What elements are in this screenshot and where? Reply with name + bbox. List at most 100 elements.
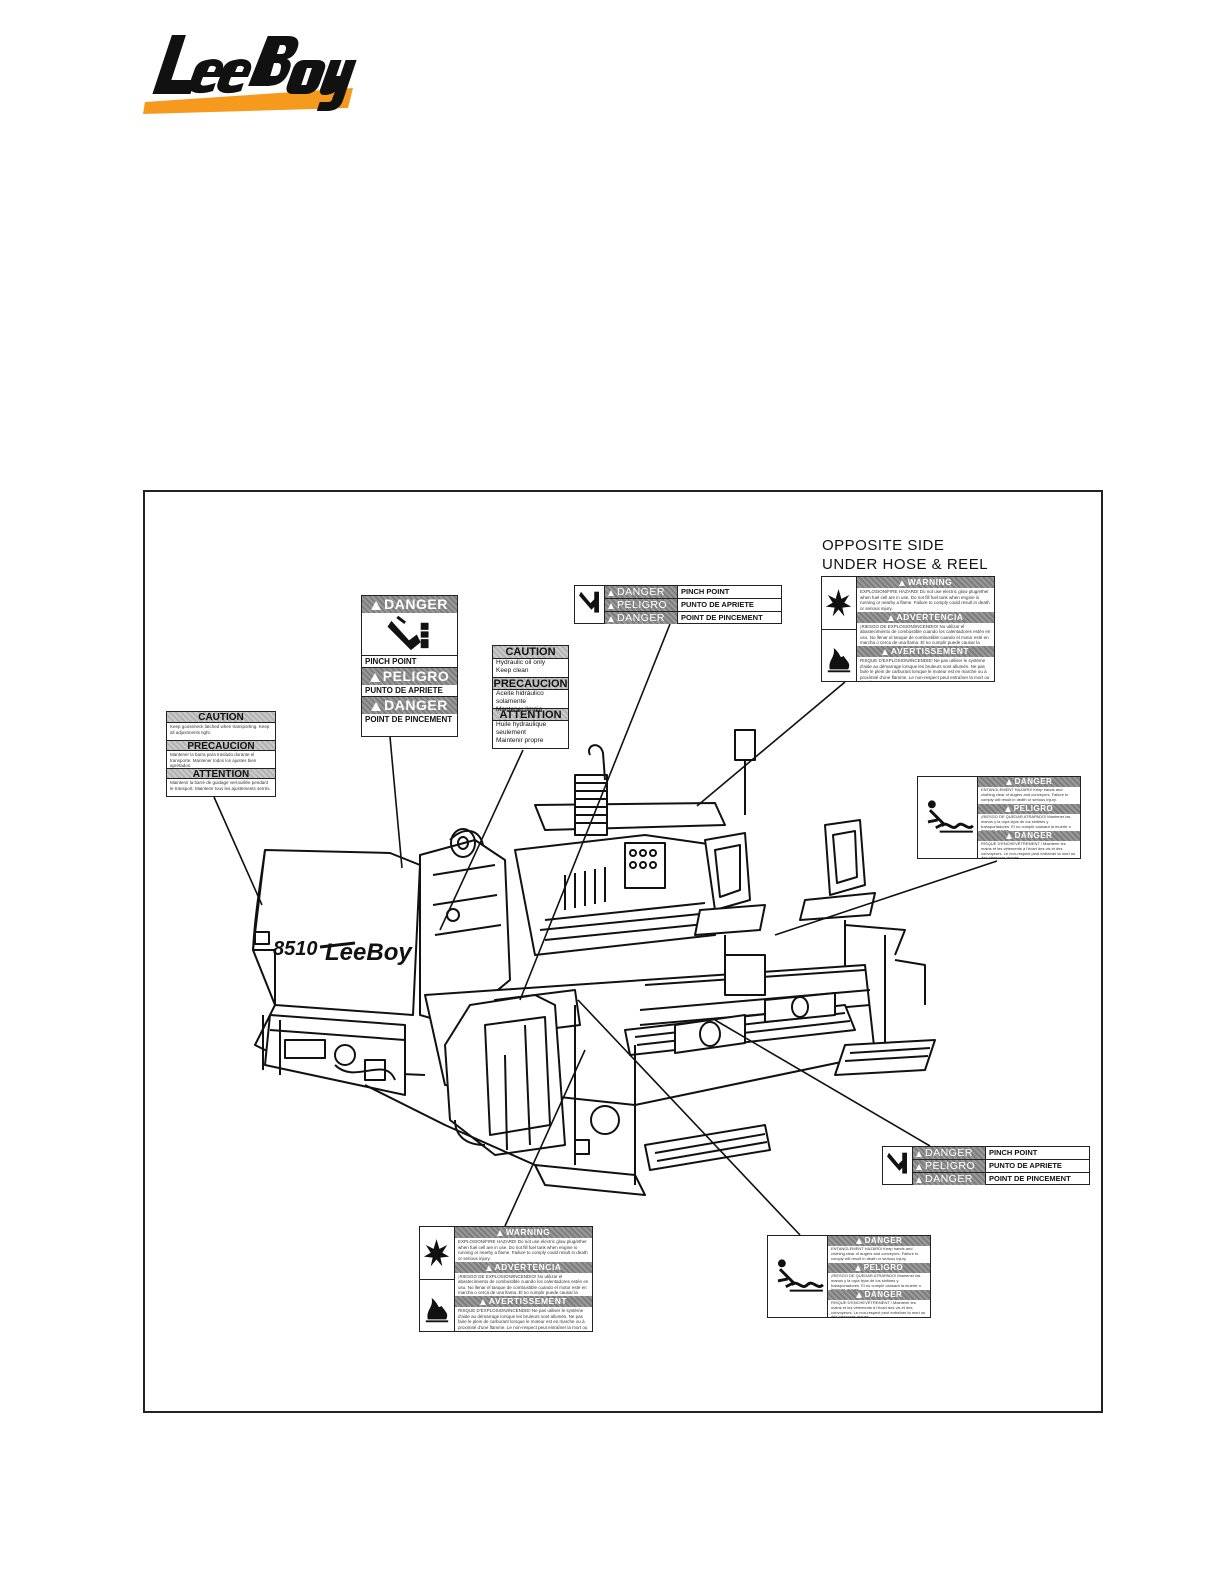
decal-header-precaucion: PRECAUCION: [493, 677, 568, 690]
warning-triangle-icon: [854, 1265, 861, 1271]
strip-text-point-de-pincement: POINT DE PINCEMENT: [681, 613, 763, 622]
warning-triangle-icon: [608, 616, 614, 622]
decal-header-warning: WARNING: [857, 577, 994, 588]
decal-header-attention: ATTENTION: [493, 708, 568, 721]
decal-header-danger: DANGER: [978, 777, 1080, 787]
entanglement-icon: [918, 777, 978, 858]
caption-line-2: UNDER HOSE & REEL: [822, 556, 989, 573]
decal-header-peligro: PELIGRO: [362, 668, 457, 685]
decal-text-entanglement-fr: RISQUE D'ENCHEVÊTREMENT ! Maintenir les …: [831, 1300, 926, 1317]
decal-danger-entanglement-right: DANGER ENTANGLEMENT HAZARD! Keep hands a…: [917, 776, 1081, 859]
decal-text-gooseneck-en: Keep gooseneck latched when transporting…: [170, 724, 270, 735]
strip-text-pinch-point: PINCH POINT: [681, 587, 730, 596]
warning-triangle-icon: [496, 1230, 503, 1236]
warning-triangle-icon: [371, 601, 382, 610]
decal-text-hydraulic-en: Hydraulic oil only Keep clean: [496, 659, 546, 674]
machine-model-label: 8510: [273, 938, 318, 960]
strip-header-peligro: PELIGRO: [605, 599, 678, 611]
decal-header-danger-fr: DANGER: [362, 697, 457, 714]
decal-text-hydraulic-es: Aceite hidráulico solamente Mantener lim…: [496, 690, 544, 713]
decal-header-danger: DANGER: [828, 1236, 930, 1246]
decal-text-explosion-es: ¡RIESGO DE EXPLOSION/INCENDIO! No utiliz…: [458, 1273, 589, 1297]
decal-text-explosion-en: EXPLOSION/FIRE HAZARD! Do not use electr…: [860, 589, 990, 611]
strip-header-peligro: PELIGRO: [913, 1160, 986, 1172]
decal-text-entanglement-fr: RISQUE D'ENCHEVÊTREMENT ! Maintenir les …: [981, 841, 1076, 858]
machine-brand-label: LeeBoy: [325, 939, 413, 966]
warning-triangle-icon: [1004, 806, 1011, 812]
explosion-icon: [420, 1227, 454, 1280]
warning-triangle-icon: [608, 590, 614, 596]
warning-triangle-icon: [369, 673, 380, 682]
decal-header-warning: WARNING: [455, 1227, 592, 1238]
decal-text-pinch-point: PINCH POINT: [362, 656, 457, 668]
warning-triangle-icon: [916, 1177, 922, 1183]
warning-triangle-icon: [916, 1164, 922, 1170]
decal-text-gooseneck-fr: Maintenir la barre de guidage verrouillé…: [170, 780, 271, 791]
pinch-hand-icon: [575, 586, 605, 623]
decal-danger-pinch-point-tall: DANGER PINCH POINT PELIGRO PUNTO DE APRI…: [361, 595, 458, 737]
strip-header-danger: DANGER: [913, 1147, 986, 1159]
decal-text-entanglement-es: ¡RIESGO DE QUEDAR ATRAPADO! Mantener las…: [831, 1273, 921, 1290]
decal-header-advertencia: ADVERTENCIA: [857, 611, 994, 623]
warning-triangle-icon: [887, 614, 894, 621]
caption-line-1: OPPOSITE SIDE: [822, 537, 945, 554]
fire-icon: [420, 1280, 454, 1332]
decal-text-explosion-fr: RISQUE D'EXPLOSION/INCENDIE! Ne pas util…: [860, 658, 990, 681]
leeboy-logo: [143, 35, 357, 114]
decal-text-explosion-es: ¡RIESGO DE EXPLOSION/INCENDIO! No utiliz…: [860, 623, 991, 647]
warning-triangle-icon: [371, 702, 382, 711]
decal-header-caution: CAUTION: [167, 712, 275, 723]
decal-text-point-de-pincement: POINT DE PINCEMENT: [365, 715, 453, 724]
explosion-icon: [822, 577, 856, 630]
warning-triangle-icon: [855, 1238, 862, 1244]
decal-header-advertencia: ADVERTENCIA: [455, 1261, 592, 1273]
decal-header-danger: DANGER: [362, 596, 457, 613]
warning-triangle-icon: [608, 603, 614, 609]
decal-text-hydraulic-fr: Huile hydraulique seulement Maintenir pr…: [496, 721, 547, 744]
decal-header-peligro: PELIGRO: [828, 1263, 930, 1273]
warning-triangle-icon: [855, 1292, 862, 1298]
decal-text-entanglement-en: ENTANGLEMENT HAZARD! Keep hands and clot…: [981, 787, 1069, 802]
decal-header-danger-fr: DANGER: [978, 831, 1080, 841]
warning-triangle-icon: [485, 1264, 492, 1271]
figure-caption: OPPOSITE SIDE UNDER HOSE & REEL: [822, 536, 988, 574]
warning-triangle-icon: [479, 1299, 486, 1306]
decal-caution-hydraulic-oil: CAUTION Hydraulic oil only Keep clean PR…: [492, 645, 569, 749]
pinch-hand-icon: [883, 1147, 913, 1184]
strip-header-danger-fr: DANGER: [913, 1173, 986, 1185]
warning-triangle-icon: [916, 1151, 922, 1157]
decal-header-peligro: PELIGRO: [978, 804, 1080, 814]
strip-text-punto-de-apriete: PUNTO DE APRIETE: [989, 1161, 1062, 1170]
strip-text-point-de-pincement: POINT DE PINCEMENT: [989, 1174, 1071, 1183]
decal-header-avertissement: AVERTISSEMENT: [455, 1296, 592, 1308]
decal-text-explosion-en: EXPLOSION/FIRE HAZARD! Do not use electr…: [458, 1239, 588, 1261]
decal-warning-explosion-fire-bottom: WARNING EXPLOSION/FIRE HAZARD! Do not us…: [419, 1226, 593, 1332]
strip-header-danger: DANGER: [605, 586, 678, 598]
decal-text-entanglement-en: ENTANGLEMENT HAZARD! Keep hands and clot…: [831, 1246, 919, 1261]
warning-triangle-icon: [1005, 833, 1012, 839]
decal-caution-gooseneck: CAUTION Keep gooseneck latched when tran…: [166, 711, 276, 797]
fire-icon: [822, 630, 856, 682]
decal-text-gooseneck-es: Mantener la barra para traslado durante …: [170, 752, 257, 768]
strip-text-pinch-point: PINCH POINT: [989, 1148, 1038, 1157]
strip-header-danger-fr: DANGER: [605, 612, 678, 624]
decal-header-attention: ATTENTION: [167, 768, 275, 780]
decal-header-avertissement: AVERTISSEMENT: [857, 646, 994, 658]
decal-header-precaucion: PRECAUCION: [167, 740, 275, 752]
pinch-hand-icon: [362, 613, 457, 656]
warning-triangle-icon: [1005, 779, 1012, 785]
decal-text-punto-de-apriete: PUNTO DE APRIETE: [362, 685, 457, 697]
warning-triangle-icon: [898, 580, 905, 586]
strip-text-punto-de-apriete: PUNTO DE APRIETE: [681, 600, 754, 609]
decal-danger-entanglement-bottom: DANGER ENTANGLEMENT HAZARD! Keep hands a…: [767, 1235, 931, 1318]
decal-header-danger-fr: DANGER: [828, 1290, 930, 1300]
decal-text-explosion-fr: RISQUE D'EXPLOSION/INCENDIE! Ne pas util…: [458, 1308, 588, 1331]
entanglement-icon: [768, 1236, 828, 1317]
decal-text-entanglement-es: ¡RIESGO DE QUEDAR ATRAPADO! Mantener las…: [981, 814, 1071, 831]
warning-triangle-icon: [881, 649, 888, 656]
paver-illustration: 8510 LeeBoy: [252, 729, 936, 1196]
decal-warning-explosion-fire-top: WARNING EXPLOSION/FIRE HAZARD! Do not us…: [821, 576, 995, 682]
decal-header-caution: CAUTION: [493, 646, 568, 659]
